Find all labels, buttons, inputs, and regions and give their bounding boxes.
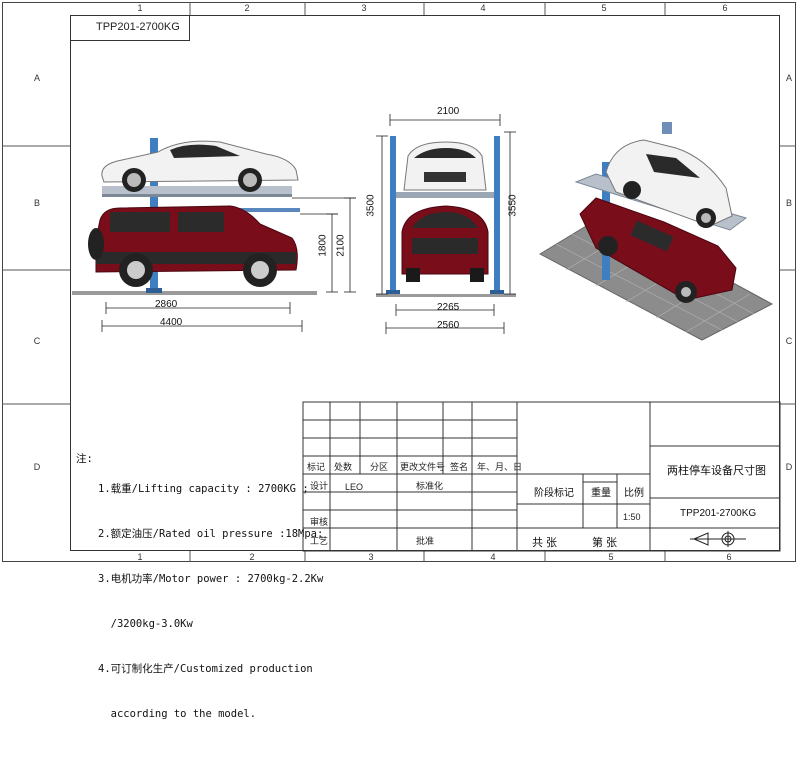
tb-drawing-code: TPP201-2700KG — [680, 508, 757, 519]
tb-header-signature: 签名 — [450, 462, 469, 472]
upper-car-iso — [605, 139, 733, 228]
tb-scale-value: 1:50 — [623, 512, 641, 522]
zone-col-5: 5 — [601, 3, 607, 13]
isometric-view-drawing — [538, 122, 774, 341]
zone-row-b-right: B — [785, 198, 792, 208]
tb-header-count: 处数 — [334, 462, 353, 472]
upper-car-side — [101, 140, 299, 192]
note-line: 2.额定油压/Rated oil pressure :18Mpa; — [98, 528, 324, 540]
zone-col-1: 1 — [137, 3, 143, 13]
zone-row-b: B — [33, 198, 40, 208]
tb-standardize-label: 标准化 — [416, 481, 444, 491]
front-view-drawing — [376, 114, 516, 334]
side-view-drawing — [72, 138, 356, 332]
zone-col-2: 2 — [244, 3, 250, 13]
dim-front-overall-width: 2560 — [437, 320, 460, 331]
dim-side-post-span: 2860 — [155, 299, 178, 310]
title-block-grid — [302, 401, 781, 552]
header-code-box: TPP201-2700KG — [70, 15, 190, 41]
note-line: 3.电机功率/Motor power : 2700kg-2.2Kw — [98, 573, 324, 585]
zone-col-2-bottom: 2 — [249, 552, 255, 562]
tb-review-label: 审核 — [310, 517, 329, 527]
zone-col-4-bottom: 4 — [490, 552, 496, 562]
zone-row-c-right: C — [785, 336, 793, 346]
note-line: 4.可订制化生产/Customized production — [98, 663, 313, 675]
zone-row-d-right: D — [785, 462, 793, 472]
tb-header-date: 年、月、日 — [477, 462, 523, 472]
note-line: /3200kg-3.0Kw — [98, 618, 193, 630]
tb-sheet-no-label: 第 张 — [592, 537, 618, 549]
zone-ticks — [2, 2, 796, 562]
tb-process-label: 工艺 — [310, 536, 329, 546]
tb-scale-label: 比例 — [624, 488, 644, 499]
lower-car-front — [401, 205, 489, 282]
zone-row-c: C — [33, 336, 41, 346]
zone-row-d: D — [33, 462, 41, 472]
zone-row-a: A — [33, 73, 40, 83]
tb-stage-mark-label: 阶段标记 — [534, 488, 574, 499]
zone-col-5-bottom: 5 — [608, 552, 614, 562]
tb-weight-label: 重量 — [591, 488, 611, 499]
tb-header-change-doc: 更改文件号 — [400, 462, 446, 472]
notes-prefix: 注: — [76, 453, 93, 465]
zone-row-a-right: A — [785, 73, 792, 83]
zone-col-1-bottom: 1 — [137, 552, 143, 562]
zone-col-6: 6 — [722, 3, 728, 13]
tb-total-sheets-label: 共 张 — [532, 537, 558, 549]
lower-car-iso — [579, 197, 737, 303]
note-line: 1.载重/Lifting capacity : 2700KG ; — [98, 483, 309, 495]
tb-header-zone: 分区 — [370, 462, 389, 472]
tb-approve-label: 批准 — [416, 536, 435, 546]
dim-front-top-width: 2100 — [437, 106, 460, 117]
tb-drawing-title: 两柱停车设备尺寸图 — [667, 465, 766, 477]
dim-front-inner-width: 2265 — [437, 302, 460, 313]
drawing-border-outer — [2, 2, 796, 562]
note-line: according to the model. — [98, 708, 257, 720]
lower-car-side — [88, 205, 298, 287]
tb-header-mark: 标记 — [307, 462, 326, 472]
tb-design-label: 设计 — [310, 481, 329, 491]
zone-col-4: 4 — [480, 3, 486, 13]
tb-designer: LEO — [345, 482, 364, 492]
header-code: TPP201-2700KG — [96, 21, 180, 33]
projection-symbol-icon — [690, 531, 746, 547]
zone-col-3-bottom: 3 — [368, 552, 374, 562]
zone-col-3: 3 — [361, 3, 367, 13]
zone-col-6-bottom: 6 — [726, 552, 732, 562]
dim-side-overall-length: 4400 — [160, 317, 183, 328]
upper-car-front — [403, 141, 487, 191]
